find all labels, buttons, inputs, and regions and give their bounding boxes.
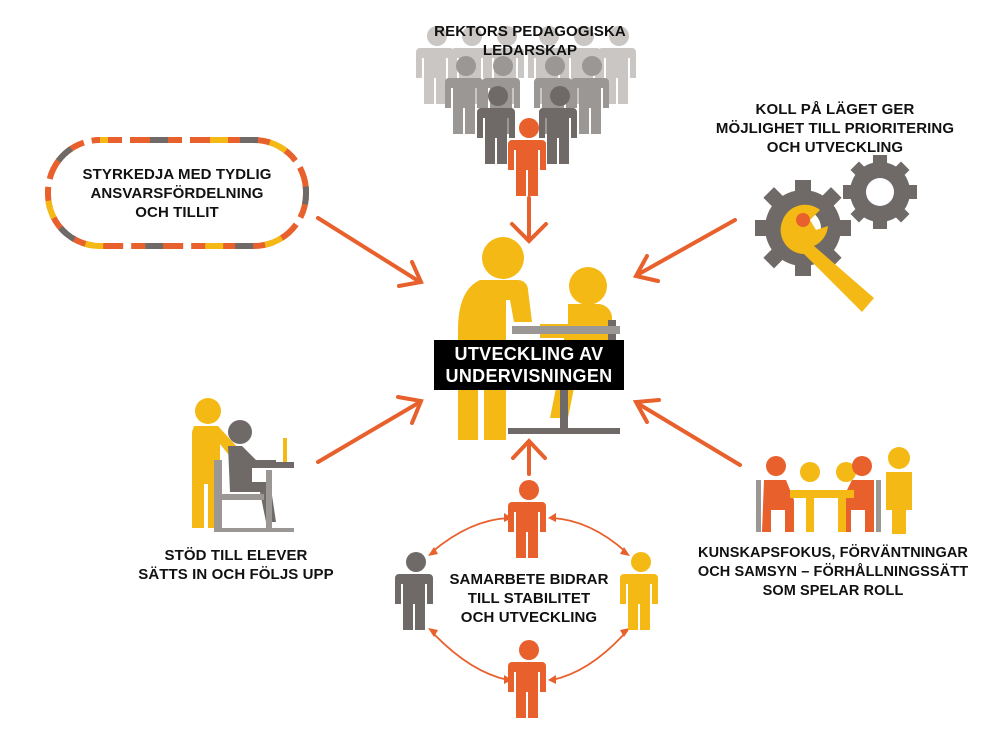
label-bottom-left: STÖD TILL ELEVER SÄTTS IN OCH FÖLJS UPP — [138, 547, 334, 583]
meeting-table-icon — [756, 447, 912, 534]
teacher-student-icon — [192, 398, 294, 532]
arrow-from-top — [510, 196, 548, 244]
center-label: UTVECKLING AV UNDERVISNINGEN — [434, 340, 624, 390]
label-bottom: SAMARBETE BIDRAR TILL STABILITET OCH UTV… — [449, 571, 609, 626]
gears-wrench-icon — [755, 155, 917, 312]
label-bottom-right: KUNSKAPSFOKUS, FÖRVÄNTNINGAR OCH SAMSYN … — [697, 545, 969, 599]
arrow-from-top-left — [316, 216, 424, 288]
arrow-from-bottom-left — [316, 395, 424, 464]
chain-icon — [45, 137, 309, 249]
label-top-left: STYRKEDJA MED TYDLIG ANSVARSFÖRDELNING O… — [82, 166, 272, 221]
label-top: REKTORS PEDAGOGISKA LEDARSKAP — [434, 23, 626, 59]
collaboration-circle-icon — [395, 480, 658, 718]
arrow-from-bottom — [511, 438, 547, 476]
center-people-icon — [458, 237, 620, 440]
arrows — [316, 196, 742, 476]
arrow-from-top-right — [632, 218, 737, 283]
arrow-from-bottom-right — [632, 398, 742, 467]
label-top-right: KOLL PÅ LÄGET GER MÖJLIGHET TILL PRIORIT… — [715, 101, 955, 156]
